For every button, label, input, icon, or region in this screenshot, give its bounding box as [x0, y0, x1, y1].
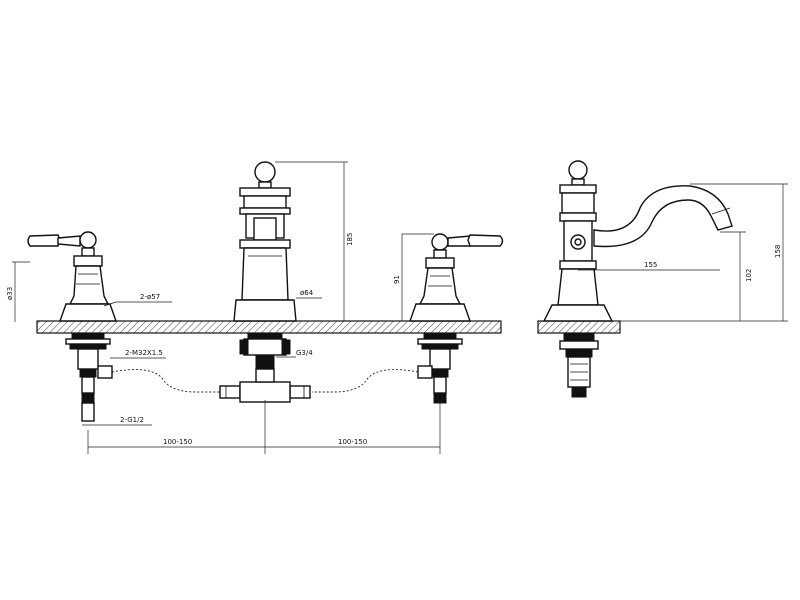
dim-thread-g34: G3/4 — [276, 349, 313, 358]
side-view: 155 102 158 — [537, 160, 788, 398]
label-thread-g12: 2-G1/2 — [120, 416, 144, 424]
label-spread-right: 100-150 — [338, 438, 367, 446]
label-thread-m: 2-M32X1.5 — [125, 349, 163, 357]
dim-thread-g12: 2-G1/2 — [82, 416, 152, 426]
label-spout-height: 185 — [346, 233, 354, 246]
label-handle-height: ø33 — [6, 287, 14, 300]
label-escutcheon-dia: 2-ø57 — [140, 293, 160, 301]
label-reach: 155 — [644, 261, 657, 269]
label-handle-rise: 91 — [393, 275, 401, 284]
label-spread-left: 100-150 — [163, 438, 192, 446]
countertop-front — [36, 320, 502, 334]
dim-base: ø64 — [296, 289, 322, 299]
supply-hoses — [97, 365, 433, 403]
dim-total-height: 158 — [612, 183, 788, 322]
right-handle-valve — [409, 233, 504, 404]
center-spout — [233, 161, 297, 370]
dim-handle-rise: 91 — [393, 233, 434, 321]
side-faucet-body — [542, 160, 733, 398]
label-base-dia: ø64 — [300, 289, 314, 297]
front-view: ø33 2-ø57 ø64 185 91 2-M32X1.5 — [6, 161, 504, 454]
left-handle-valve — [27, 231, 117, 422]
label-outlet-height: 102 — [745, 269, 753, 282]
dim-handle-height: ø33 — [6, 261, 30, 322]
label-thread-g34: G3/4 — [296, 349, 313, 357]
dim-thread-m: 2-M32X1.5 — [110, 349, 166, 359]
dim-spout-height: 185 — [275, 161, 354, 321]
dim-outlet-height: 102 — [720, 231, 753, 321]
dim-spread: 100-150 100-150 — [87, 400, 441, 454]
dim-escutcheon: 2-ø57 — [103, 293, 172, 307]
countertop-side — [537, 320, 621, 334]
dim-reach: 155 — [578, 261, 720, 271]
label-total-height: 158 — [774, 245, 782, 258]
